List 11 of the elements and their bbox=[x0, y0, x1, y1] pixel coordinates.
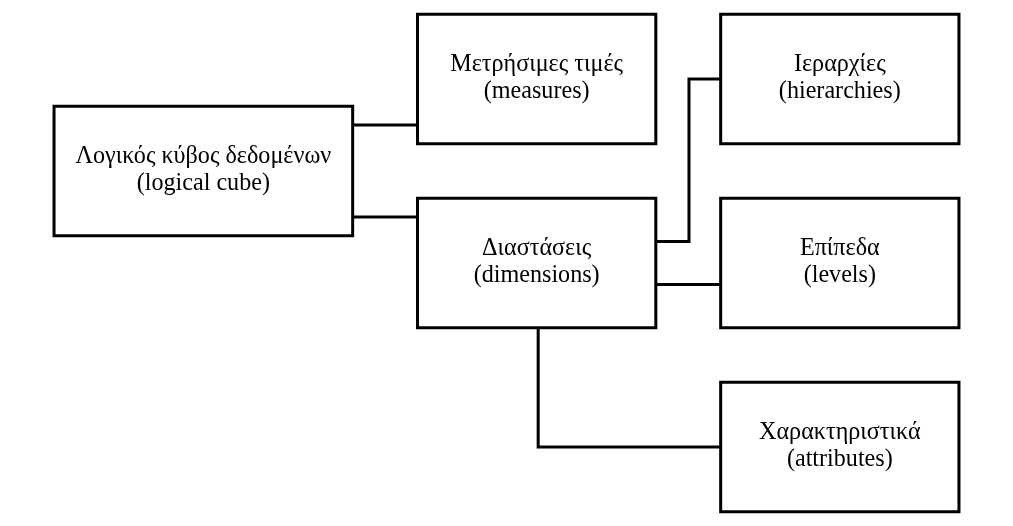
node-box: Διαστάσεις (dimensions) bbox=[416, 196, 658, 330]
connector bbox=[352, 123, 417, 127]
connector bbox=[352, 215, 417, 219]
node-box: Μετρήσιμες τιμές (measures) bbox=[416, 12, 658, 146]
connector bbox=[536, 327, 721, 449]
connector bbox=[655, 77, 721, 243]
node-box: Λογικός κύβος δεδομένων (logical cube) bbox=[52, 104, 355, 238]
node-box: Επίπεδα (levels) bbox=[719, 196, 961, 330]
node-box: Ιεραρχίες (hierarchies) bbox=[719, 12, 961, 146]
node-box: Χαρακτηριστικά (attributes) bbox=[719, 380, 961, 514]
connector bbox=[656, 283, 721, 287]
